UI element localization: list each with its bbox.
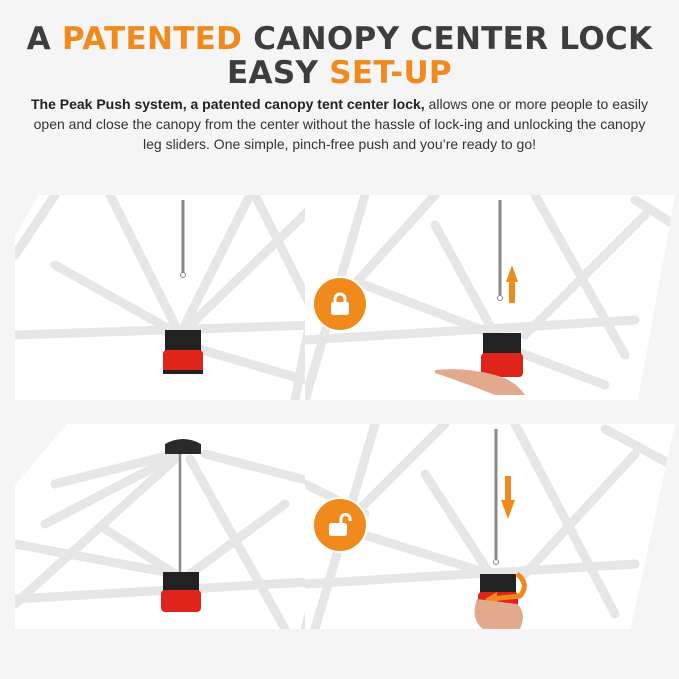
hand [474,599,523,629]
up-arrow-icon [506,265,518,282]
hub-top [480,574,516,594]
lock-open-badge [312,497,368,553]
hub-red-cap [161,590,201,612]
lock-open-icon [329,513,352,536]
title-line-2: EASY SET-UP [227,55,452,91]
hub-top [163,572,199,592]
title-accent-setup: SET-UP [329,55,452,91]
description-text: allows one or more people to easily open… [33,96,649,152]
lock-closed-badge [312,276,368,332]
canopy-frame-illustration [15,195,315,400]
rotate-arrow-icon [489,572,527,602]
lock-closed-icon [331,292,349,315]
title-line-1: A PATENTED CANOPY CENTER LOCK [26,21,653,57]
down-arrow-icon [501,500,515,519]
panel-closed-frame [15,195,315,400]
panel-push-up [305,195,675,400]
page-title: A PATENTED CANOPY CENTER LOCK EASY SET-U… [0,22,679,90]
top-cap [165,439,201,454]
hub-red-cap [163,350,203,374]
hub-top [165,330,201,352]
hub-top [483,333,521,355]
description: The Peak Push system, a patented canopy … [30,94,649,154]
title-accent-patented: PATENTED [62,21,243,57]
hand [435,369,525,395]
hub-red-cap [481,353,523,377]
description-bold: The Peak Push system, a patented canopy … [30,96,425,112]
